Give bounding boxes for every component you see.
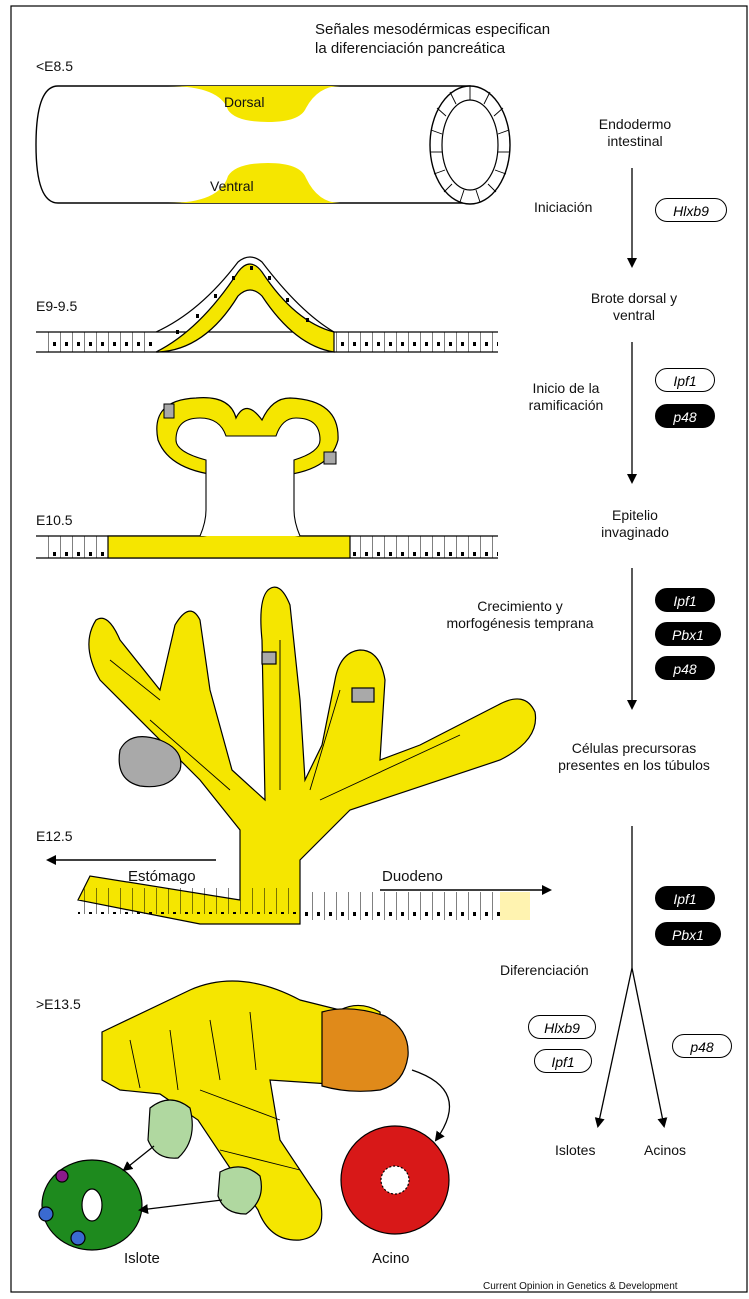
- stage-label-2: E9-9.5: [36, 298, 77, 315]
- figure-title-line2: la diferenciación pancreática: [315, 40, 505, 57]
- flow-step-endoderm-line1: Endodermo: [560, 116, 710, 133]
- stage-label-5: >E13.5: [36, 996, 81, 1013]
- stage-label-3: E10.5: [36, 512, 73, 529]
- stage2-bud: [36, 257, 498, 352]
- flow-step-endoderm-line2: intestinal: [560, 133, 710, 150]
- flow-step-precursors-line2: presentes en los túbulos: [528, 757, 740, 774]
- gene-ipf1-diff: Ipf1: [655, 886, 715, 910]
- acinus-arrow: [412, 1070, 450, 1140]
- flow-step-precursors: Células precursoras presentes en los túb…: [528, 740, 740, 774]
- flow-step-invaginated-line1: Epitelio: [570, 507, 700, 524]
- flow-out-acini: Acinos: [644, 1142, 686, 1159]
- dorsal-label: Dorsal: [224, 94, 264, 111]
- flow-event-growth-line1: Crecimiento y: [420, 598, 620, 615]
- flow-event-differentiation: Diferenciación: [500, 962, 589, 979]
- stage-label-1: <E8.5: [36, 58, 73, 75]
- flow-event-branching-line2: ramificación: [510, 397, 622, 414]
- gene-hlxb9-islets: Hlxb9: [528, 1015, 596, 1039]
- flow-step-bud: Brote dorsal y ventral: [550, 290, 718, 324]
- flow-step-invaginated: Epitelio invaginado: [570, 507, 700, 541]
- flow-step-endoderm: Endodermo intestinal: [560, 116, 710, 150]
- acinus-label: Acino: [372, 1250, 410, 1267]
- gene-hlxb9-initiation: Hlxb9: [655, 198, 727, 222]
- figure-credit: Current Opinion in Genetics & Developmen…: [483, 1278, 678, 1295]
- stage3-epithelium: [36, 398, 498, 558]
- flow-event-initiation: Iniciación: [534, 199, 592, 216]
- gene-ipf1-growth: Ipf1: [655, 588, 715, 612]
- flow-step-bud-line1: Brote dorsal y: [550, 290, 718, 307]
- flow-out-islets: Islotes: [555, 1142, 595, 1159]
- stomach-label: Estómago: [128, 868, 196, 885]
- gene-pbx1-diff: Pbx1: [655, 922, 721, 946]
- flow-event-branching: Inicio de la ramificación: [510, 380, 622, 414]
- stage-label-4: E12.5: [36, 828, 73, 845]
- gene-p48-branching: p48: [655, 404, 715, 428]
- endocrine-progenitor-a: [148, 1100, 192, 1158]
- gene-p48-growth: p48: [655, 656, 715, 680]
- flow-step-invaginated-line2: invaginado: [570, 524, 700, 541]
- endocrine-progenitor-b: [218, 1167, 261, 1214]
- acinar-progenitor: [322, 1009, 408, 1092]
- gene-ipf1-islets: Ipf1: [534, 1049, 592, 1073]
- islet-arrow-a: [124, 1146, 154, 1170]
- flow-event-growth: Crecimiento y morfogénesis temprana: [420, 598, 620, 632]
- stage5-differentiation: [39, 981, 449, 1250]
- gut-tube: [36, 86, 510, 204]
- figure-title-line1: Señales mesodérmicas especifican: [315, 21, 550, 38]
- flow-step-precursors-line1: Células precursoras: [528, 740, 740, 757]
- islet-label: Islote: [124, 1250, 160, 1267]
- ventral-label: Ventral: [210, 178, 254, 195]
- gene-pbx1-growth: Pbx1: [655, 622, 721, 646]
- flow-step-bud-line2: ventral: [550, 307, 718, 324]
- flow-event-branching-line1: Inicio de la: [510, 380, 622, 397]
- gene-ipf1-branching: Ipf1: [655, 368, 715, 392]
- gene-p48-acini: p48: [672, 1034, 732, 1058]
- flow-event-growth-line2: morfogénesis temprana: [420, 615, 620, 632]
- duodenum-label: Duodeno: [382, 868, 443, 885]
- islet-arrow-b: [140, 1200, 222, 1210]
